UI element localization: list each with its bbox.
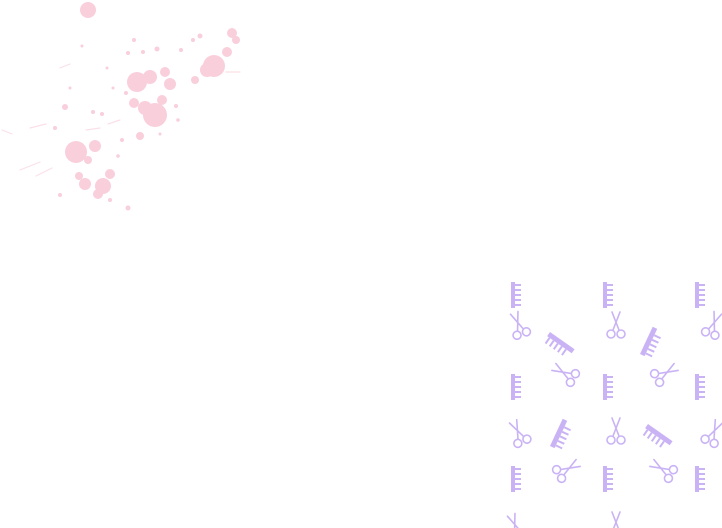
scissors-icon [504, 308, 533, 342]
scissors-icon [501, 510, 530, 528]
comb-icon [638, 418, 675, 457]
comb-icon [603, 466, 613, 492]
comb-icon [695, 374, 705, 400]
comb-icon [540, 326, 577, 365]
comb-icon [511, 466, 521, 492]
comb-icon [511, 282, 521, 308]
scissors-icon [699, 308, 722, 342]
salon-tools-pattern [500, 276, 722, 528]
scissors-icon [698, 416, 722, 450]
scissors-icon [504, 416, 534, 450]
scissors-icon [606, 417, 626, 445]
scissors-icon [606, 311, 626, 339]
scissors-icon [606, 511, 626, 528]
comb-icon [541, 415, 583, 455]
scissors-icon [648, 358, 682, 389]
comb-icon [695, 282, 705, 308]
comb-icon [631, 323, 673, 363]
comb-icon [603, 374, 613, 400]
comb-icon [603, 282, 613, 308]
paint-splatter-icon [1, 2, 241, 211]
scissors-icon [548, 358, 582, 389]
comb-icon [511, 374, 521, 400]
comb-icon [695, 466, 705, 492]
scissors-icon [646, 454, 680, 485]
scissors-icon [550, 454, 584, 485]
